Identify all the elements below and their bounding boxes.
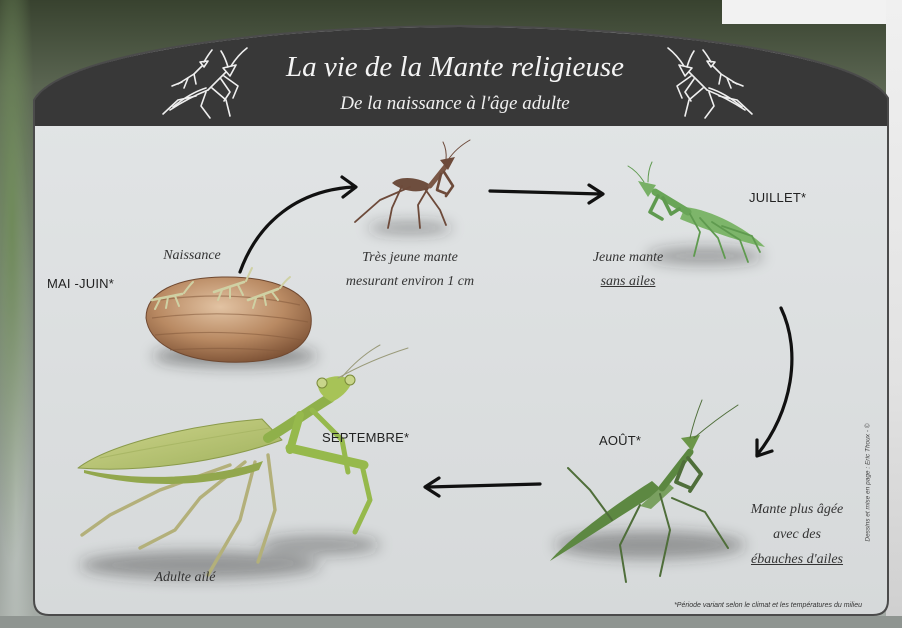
caption-line: Mante plus âgée (722, 497, 872, 522)
caption-line-underlined: sans ailes (568, 270, 688, 294)
birth-caption: Naissance (137, 244, 247, 268)
young-mantis-caption: Jeune mante sans ailes (568, 246, 688, 294)
adult-mantis-caption: Adulte ailé (130, 566, 240, 590)
caption-line: Naissance (137, 244, 247, 268)
month-label-september: SEPTEMBRE* (322, 431, 409, 444)
month-label-may-june: MAI -JUIN* (47, 277, 114, 290)
footnote: *Période variant selon le climat et les … (560, 602, 862, 609)
page-title: La vie de la Mante religieuse (250, 53, 660, 82)
caption-line-underlined: ébauches d'ailes (722, 547, 872, 572)
caption-line: Très jeune mante (340, 246, 480, 270)
caption-line: Jeune mante (568, 246, 688, 270)
eye (345, 375, 355, 385)
month-label-august: AOÛT* (599, 434, 641, 447)
caption-line: avec des (722, 522, 872, 547)
caption-line: mesurant environ 1 cm (340, 270, 480, 294)
very-young-mantis-caption: Très jeune mante mesurant environ 1 cm (340, 246, 480, 294)
older-mantis-caption: Mante plus âgée avec des ébauches d'aile… (722, 497, 872, 572)
eye (317, 378, 327, 388)
caption-line: Adulte ailé (130, 566, 240, 590)
credit-line: Dessins et mise en page : Eric Thoux - © (866, 365, 875, 601)
page-subtitle: De la naissance à l'âge adulte (280, 94, 630, 113)
month-label-july: JUILLET* (749, 191, 806, 204)
